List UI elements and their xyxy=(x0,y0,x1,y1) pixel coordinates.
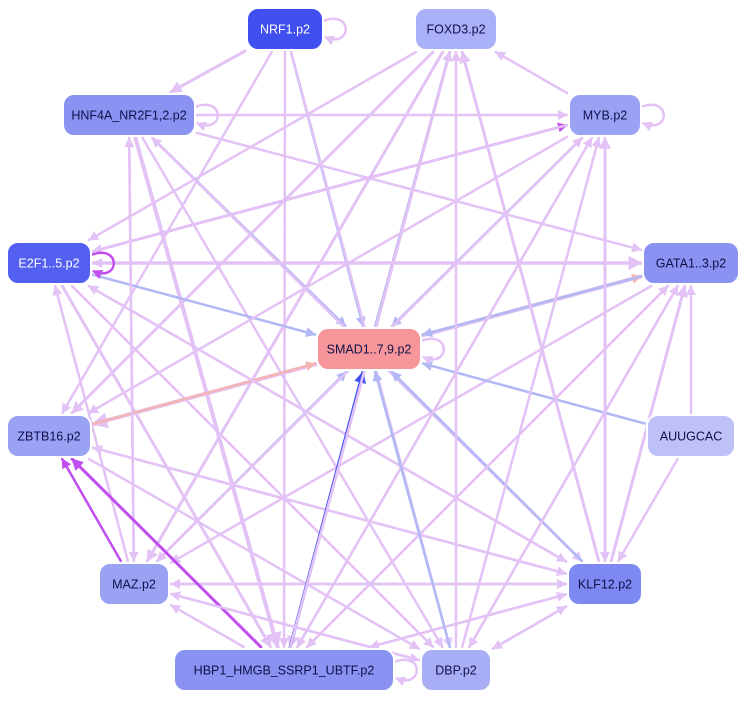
node-label: AUUGCAC xyxy=(660,430,723,444)
edge-dbp-to-gata1 xyxy=(468,284,679,649)
node-label: SMAD1..7,9.p2 xyxy=(327,343,412,357)
edge-hbp1-to-klf12 xyxy=(368,591,568,649)
edge-myb-to-foxd3 xyxy=(494,50,569,95)
node-zbtb16[interactable]: ZBTB16.p2 xyxy=(6,414,92,458)
node-box xyxy=(6,241,92,285)
node-label: NRF1.p2 xyxy=(260,23,310,37)
edge-nrf1-to-hbp1 xyxy=(279,50,290,649)
node-label: MAZ.p2 xyxy=(112,578,156,592)
edge-maz-to-zbtb16 xyxy=(60,457,123,563)
node-nrf1[interactable]: NRF1.p2 xyxy=(246,7,324,51)
node-label: KLF12.p2 xyxy=(578,578,632,592)
edge-nrf1-to-hnf4a xyxy=(169,49,247,94)
edge-dbp-to-myb xyxy=(460,136,602,649)
edge-hbp1-to-gata1 xyxy=(305,284,670,649)
node-box xyxy=(567,562,643,606)
node-foxd3[interactable]: FOXD3.p2 xyxy=(414,7,498,51)
node-label: FOXD3.p2 xyxy=(426,23,485,37)
edge-foxd3-to-e2f1 xyxy=(87,50,418,242)
self-loop-hnf4a xyxy=(194,103,219,132)
node-box xyxy=(173,648,395,692)
node-label: GATA1..3.p2 xyxy=(656,257,726,271)
edge-klf12-to-foxd3 xyxy=(459,50,601,563)
self-loop-smad xyxy=(420,337,445,366)
node-label: DBP.p2 xyxy=(435,664,477,678)
node-hbp1[interactable]: HBP1_HMGB_SSRP1_UBTF.p2 xyxy=(173,648,395,692)
edge-zbtb16-to-dbp xyxy=(87,457,421,650)
node-dbp[interactable]: DBP.p2 xyxy=(420,648,492,692)
edge-klf12-to-e2f1 xyxy=(87,284,568,563)
node-maz[interactable]: MAZ.p2 xyxy=(98,562,170,606)
node-label: MYB.p2 xyxy=(583,109,628,123)
edge-hbp1-to-maz xyxy=(169,603,246,649)
node-hnf4a[interactable]: HNF4A_NR2F1,2.p2 xyxy=(62,93,196,137)
node-klf12[interactable]: KLF12.p2 xyxy=(567,562,643,606)
node-box xyxy=(246,7,324,51)
node-myb[interactable]: MYB.p2 xyxy=(568,93,642,137)
self-loop-myb xyxy=(640,103,665,132)
edge-dbp-to-klf12 xyxy=(491,605,568,650)
node-box xyxy=(6,414,92,458)
node-auugcac[interactable]: AUUGCAC xyxy=(646,414,736,458)
edge-dbp-to-smad xyxy=(372,370,452,649)
edge-maz-to-hnf4a xyxy=(124,136,136,563)
node-box xyxy=(98,562,170,606)
node-box xyxy=(414,7,498,51)
node-box xyxy=(420,648,492,692)
edge-zbtb16-to-smad xyxy=(91,361,317,426)
node-smad[interactable]: SMAD1..7,9.p2 xyxy=(316,327,422,371)
node-label: E2F1..5.p2 xyxy=(18,257,79,271)
node-e2f1[interactable]: E2F1..5.p2 xyxy=(6,241,92,285)
node-box xyxy=(568,93,642,137)
node-gata1[interactable]: GATA1..3.p2 xyxy=(642,241,740,285)
node-label: HBP1_HMGB_SSRP1_UBTF.p2 xyxy=(194,664,375,678)
edge-myb-to-zbtb16 xyxy=(87,135,569,415)
node-box xyxy=(646,414,736,458)
node-label: HNF4A_NR2F1,2.p2 xyxy=(71,109,186,123)
node-box xyxy=(642,241,740,285)
edge-auugcac-to-klf12 xyxy=(617,457,679,563)
node-box xyxy=(316,327,422,371)
edge-hnf4a-to-dbp xyxy=(141,136,444,649)
node-label: ZBTB16.p2 xyxy=(17,430,80,444)
self-loop-hbp1 xyxy=(393,658,418,687)
edge-hnf4a-to-gata1 xyxy=(195,131,643,253)
edge-hbp1-to-zbtb16 xyxy=(70,457,263,649)
edge-auugcac-to-smad xyxy=(421,361,647,425)
edge-layer xyxy=(52,17,696,687)
self-loop-nrf1 xyxy=(322,17,347,46)
edge-myb-to-e2f1 xyxy=(91,123,569,254)
edge-hbp1-to-myb xyxy=(296,136,593,649)
edge-gata1-to-maz xyxy=(169,284,653,564)
node-box xyxy=(62,93,196,137)
self-loop-e2f1 xyxy=(90,251,115,280)
